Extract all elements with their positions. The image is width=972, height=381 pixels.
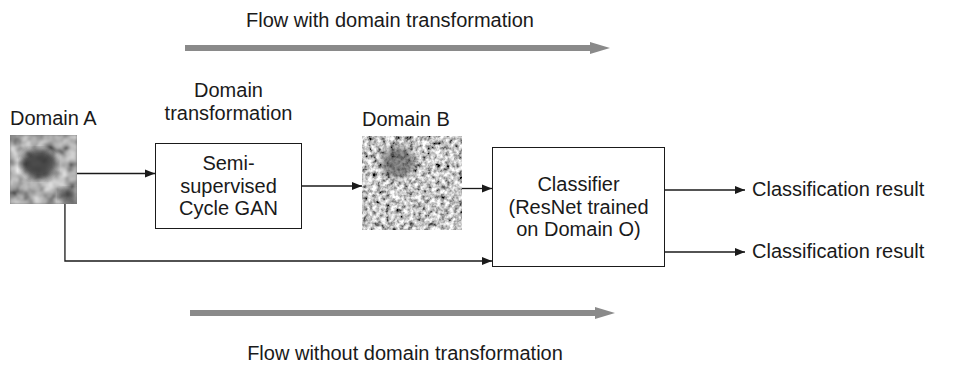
classifier-box: Classifier (ResNet trained on Domain O) bbox=[492, 147, 665, 267]
output-arrow bbox=[665, 189, 745, 190]
text-label: Flow with domain transformation bbox=[246, 9, 534, 32]
output-arrow bbox=[665, 251, 745, 252]
node-heading: Domain transformation bbox=[156, 79, 301, 124]
text-label: Classification result bbox=[752, 240, 924, 263]
node-text: Semi-supervised Cycle GAN bbox=[156, 148, 301, 223]
connector bbox=[462, 188, 492, 189]
node-heading: Domain A bbox=[10, 107, 97, 129]
domain-a-image bbox=[10, 135, 77, 204]
text-label: Classification result bbox=[752, 178, 924, 201]
node-text: Classifier (ResNet trained on Domain O) bbox=[493, 169, 664, 244]
connector bbox=[77, 173, 155, 174]
node-heading: Domain B bbox=[362, 108, 450, 130]
flow-arrow bbox=[185, 42, 610, 54]
connector bbox=[302, 185, 362, 186]
text-label: Flow without domain transformation bbox=[247, 342, 563, 365]
process-box: Domain transformationSemi-supervised Cyc… bbox=[155, 143, 302, 229]
image-node: Domain A bbox=[10, 135, 77, 204]
flow-arrow bbox=[190, 307, 615, 319]
image-node: Domain B bbox=[362, 136, 462, 230]
domain-b-image bbox=[362, 136, 462, 230]
